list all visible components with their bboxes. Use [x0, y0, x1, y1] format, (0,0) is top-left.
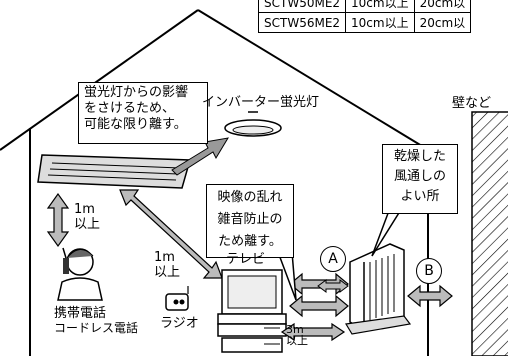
phone-user-icon	[57, 247, 103, 301]
phone-label-line-1: 携帯電話	[54, 306, 107, 321]
vertical-1m-arrow-icon	[46, 192, 70, 248]
tv-outdoor-arrow-upper-icon	[289, 272, 349, 296]
distance-value: 1m	[154, 250, 175, 265]
fluorescent-note-line-2: をさけるため、	[84, 101, 176, 116]
clearance-a-marker: A	[320, 246, 346, 272]
table-cell: 20cm以	[413, 12, 472, 33]
dry-location-line-3: よい所	[400, 189, 440, 204]
tv-label: テレビ	[226, 252, 266, 267]
ceiling-unit-icon	[37, 154, 191, 189]
noise-line-3: ため離す。	[218, 234, 282, 249]
table-row: SCTW56ME2 10cm以上 20cm以	[257, 12, 472, 33]
table-cell: SCTW56ME2	[257, 12, 347, 33]
distance-qualifier: 以上	[74, 217, 101, 232]
dry-location-line-1: 乾燥した	[393, 149, 446, 164]
clearance-b-arrow-icon	[407, 284, 453, 308]
tv-set-icon	[217, 269, 287, 353]
fluorescent-note-box: 蛍光灯からの影響 をさけるため、 可能な限り離す。	[78, 82, 208, 144]
distance-qualifier: 以上	[154, 265, 181, 280]
dry-location-box: 乾燥した 風通しの よい所	[382, 144, 458, 214]
clearance-b-marker: B	[416, 258, 442, 284]
table-row: SCTW50ME2 10cm以上 20cm以	[257, 0, 472, 13]
inverter-lamp-label: インバーター蛍光灯	[202, 95, 320, 110]
phone-label: 携帯電話 コードレス電話	[54, 306, 138, 336]
radio-icon	[165, 286, 189, 311]
distance-value: 1m	[74, 202, 95, 217]
outdoor-unit-icon	[345, 243, 412, 335]
noise-line-2: 雑音防止の	[217, 212, 283, 227]
fluorescent-note-line-1: 蛍光灯からの影響	[84, 85, 189, 100]
table-cell: 10cm以上	[345, 12, 415, 33]
phone-label-line-2: コードレス電話	[54, 321, 139, 335]
lamp-arrow-icon	[171, 137, 229, 176]
distance-qualifier: 以上	[286, 334, 308, 347]
model-spec-table: SCTW50ME2 10cm以上 20cm以 SCTW56ME2 10cm以上 …	[257, 0, 472, 33]
noise-line-1: 映像の乱れ	[217, 190, 283, 205]
distance-1m-ceiling: 1m 以上	[74, 202, 100, 232]
distance-3m: 3m 以上	[286, 324, 308, 346]
wall-hatch	[471, 111, 508, 356]
clearance-a-arrow-icon	[317, 279, 349, 293]
table-cell: 10cm以上	[345, 0, 415, 13]
noise-prevention-box: 映像の乱れ 雑音防止の ため離す。	[206, 184, 294, 258]
3m-arrow-icon	[280, 322, 346, 342]
distance-value: 3m	[286, 323, 304, 336]
dry-location-line-2: 風通しの	[393, 169, 446, 184]
radio-label: ラジオ	[160, 316, 199, 331]
fluorescent-note-line-3: 可能な限り離す。	[84, 117, 187, 132]
distance-1m-radio: 1m 以上	[154, 250, 180, 280]
inverter-lamp-icon	[224, 111, 282, 137]
table-cell: 20cm以	[413, 0, 472, 13]
wall-label: 壁など	[452, 96, 492, 111]
tv-outdoor-arrow-lower-icon	[289, 294, 349, 318]
table-cell: SCTW50ME2	[257, 0, 347, 13]
